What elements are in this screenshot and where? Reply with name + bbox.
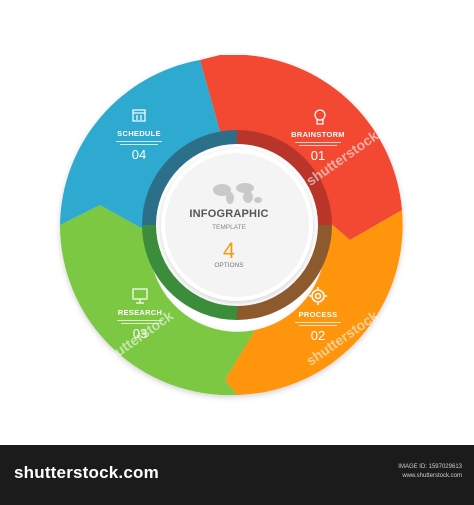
segment-research bbox=[59, 205, 256, 396]
infographic-stage: BRAINSTORM 01 PROCESS 02 RESEARCH 03 SCH… bbox=[59, 55, 403, 396]
segment-label-schedule: SCHEDULE 04 bbox=[84, 129, 194, 162]
segment-label-process: PROCESS 02 bbox=[263, 310, 373, 343]
inner-arc-research bbox=[142, 224, 238, 320]
inner-arc-brainstorm bbox=[236, 130, 332, 226]
placeholder-lines bbox=[295, 142, 341, 146]
segment-title: RESEARCH bbox=[117, 308, 163, 317]
placeholder-lines bbox=[117, 320, 163, 324]
monitor-icon bbox=[132, 288, 148, 304]
segment-brainstorm bbox=[200, 55, 402, 240]
segment-process bbox=[225, 210, 403, 395]
segment-number: 03 bbox=[132, 326, 148, 341]
segment-title: PROCESS bbox=[298, 310, 338, 319]
center-caption: OPTIONS bbox=[214, 262, 244, 269]
segment-number: 01 bbox=[310, 148, 326, 163]
center-title: INFOGRAPHIC bbox=[189, 208, 269, 220]
inner-arc-process bbox=[236, 224, 332, 320]
segment-title: SCHEDULE bbox=[117, 129, 161, 138]
footer-bar: shutterstock.com IMAGE ID: 1597029613 ww… bbox=[0, 445, 474, 505]
gear-icon bbox=[309, 287, 327, 305]
calendar-icon bbox=[132, 109, 146, 122]
segment-label-brainstorm: BRAINSTORM 01 bbox=[263, 130, 373, 163]
image-id-label: IMAGE ID: 1597029613 bbox=[398, 464, 462, 470]
site-label: www.shutterstock.com bbox=[402, 473, 462, 479]
footer-meta: IMAGE ID: 1597029613 www.shutterstock.co… bbox=[398, 463, 462, 481]
placeholder-lines bbox=[295, 322, 341, 326]
center-disc-inner bbox=[165, 153, 309, 297]
world-map-icon bbox=[213, 183, 262, 204]
inner-arc-schedule bbox=[142, 130, 238, 226]
placeholder-lines bbox=[116, 141, 162, 145]
segment-number: 04 bbox=[131, 147, 147, 162]
center-number: 4 bbox=[222, 238, 236, 263]
cycle-diagram bbox=[59, 55, 403, 396]
footer-brand: shutterstock.com bbox=[14, 463, 159, 482]
segment-schedule bbox=[60, 60, 223, 233]
segment-number: 02 bbox=[310, 328, 326, 343]
segment-title: BRAINSTORM bbox=[291, 130, 345, 139]
center-subtitle: TEMPLATE bbox=[212, 224, 246, 231]
segment-label-research: RESEARCH 03 bbox=[85, 308, 195, 341]
lightbulb-icon bbox=[314, 109, 326, 125]
